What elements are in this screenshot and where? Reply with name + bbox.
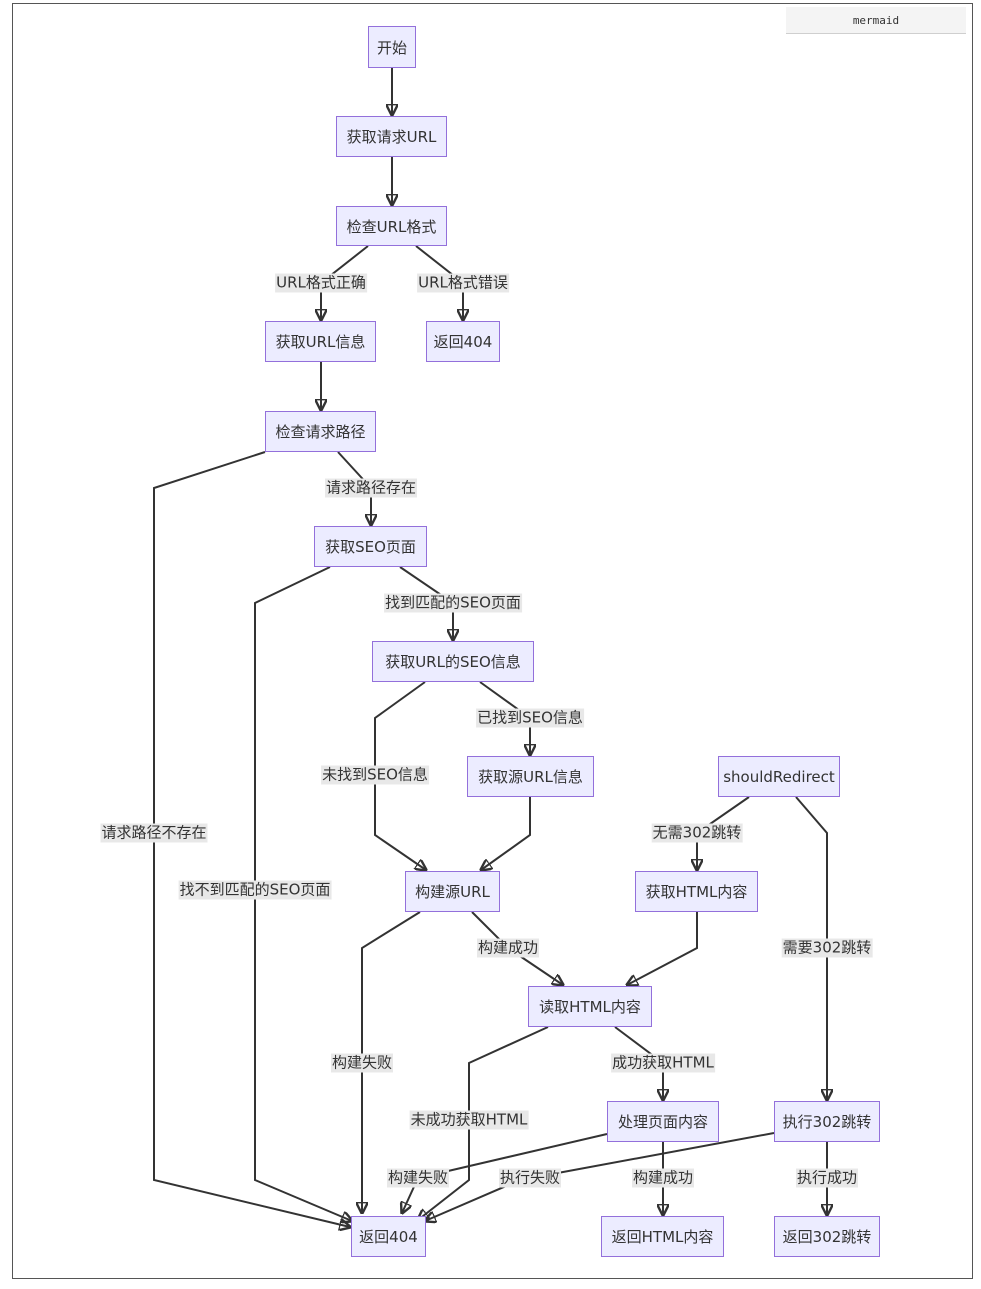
edge-src-info-to-build	[481, 797, 531, 870]
edge-build-fail-1	[362, 911, 421, 1213]
edge-label-no-seo-page: 找不到匹配的SEO页面	[178, 880, 332, 900]
node-return-html-content: 返回HTML内容	[601, 1216, 724, 1257]
edge-label-path-not-exists: 请求路径不存在	[100, 823, 208, 843]
node-get-html-content: 获取HTML内容	[635, 871, 758, 912]
edge-label-found-seo-info: 已找到SEO信息	[476, 708, 584, 728]
node-get-seo-page: 获取SEO页面	[314, 526, 427, 567]
node-get-source-url-info: 获取源URL信息	[467, 756, 594, 797]
edge-get-html-to-read	[627, 912, 698, 985]
edge-label-no-seo-info: 未找到SEO信息	[321, 765, 429, 785]
edge-label-need-302: 需要302跳转	[781, 938, 873, 958]
node-read-html-content: 读取HTML内容	[528, 986, 652, 1027]
edge-label-url-format-err: URL格式错误	[417, 273, 509, 293]
edge-need-302	[795, 796, 827, 1100]
edge-label-exec-fail: 执行失败	[498, 1168, 562, 1188]
edge-label-build-ok-1: 构建成功	[476, 938, 540, 958]
diagram-frame	[12, 3, 973, 1279]
node-start: 开始	[368, 26, 416, 68]
edge-label-exec-ok: 执行成功	[795, 1168, 859, 1188]
node-get-url-seo-info: 获取URL的SEO信息	[372, 641, 534, 682]
node-check-request-path: 检查请求路径	[265, 411, 376, 452]
mermaid-tag: mermaid	[786, 7, 966, 34]
node-check-url-format: 检查URL格式	[336, 206, 447, 246]
edge-exec-fail	[425, 1132, 775, 1221]
node-process-page-content: 处理页面内容	[607, 1101, 719, 1142]
edge-label-url-format-ok: URL格式正确	[275, 273, 367, 293]
edge-label-build-fail-2: 构建失败	[386, 1168, 450, 1188]
node-get-url-info: 获取URL信息	[265, 321, 376, 362]
edge-label-path-exists: 请求路径存在	[324, 478, 418, 498]
node-return-404: 返回404	[351, 1216, 426, 1257]
node-get-request-url: 获取请求URL	[336, 116, 447, 157]
node-should-redirect: shouldRedirect	[718, 756, 840, 797]
node-return-404-top: 返回404	[426, 321, 500, 362]
node-build-source-url: 构建源URL	[405, 871, 500, 912]
node-return-302-redirect: 返回302跳转	[774, 1216, 880, 1257]
edge-label-found-seo-page: 找到匹配的SEO页面	[384, 593, 522, 613]
edge-label-build-fail-1: 构建失败	[330, 1053, 394, 1073]
node-exec-302-redirect: 执行302跳转	[774, 1101, 880, 1142]
edge-label-html-ok: 成功获取HTML	[611, 1053, 715, 1073]
edge-label-build-ok-2: 构建成功	[631, 1168, 695, 1188]
edge-label-no-302: 无需302跳转	[651, 823, 743, 843]
edge-label-html-fail: 未成功获取HTML	[409, 1110, 529, 1130]
